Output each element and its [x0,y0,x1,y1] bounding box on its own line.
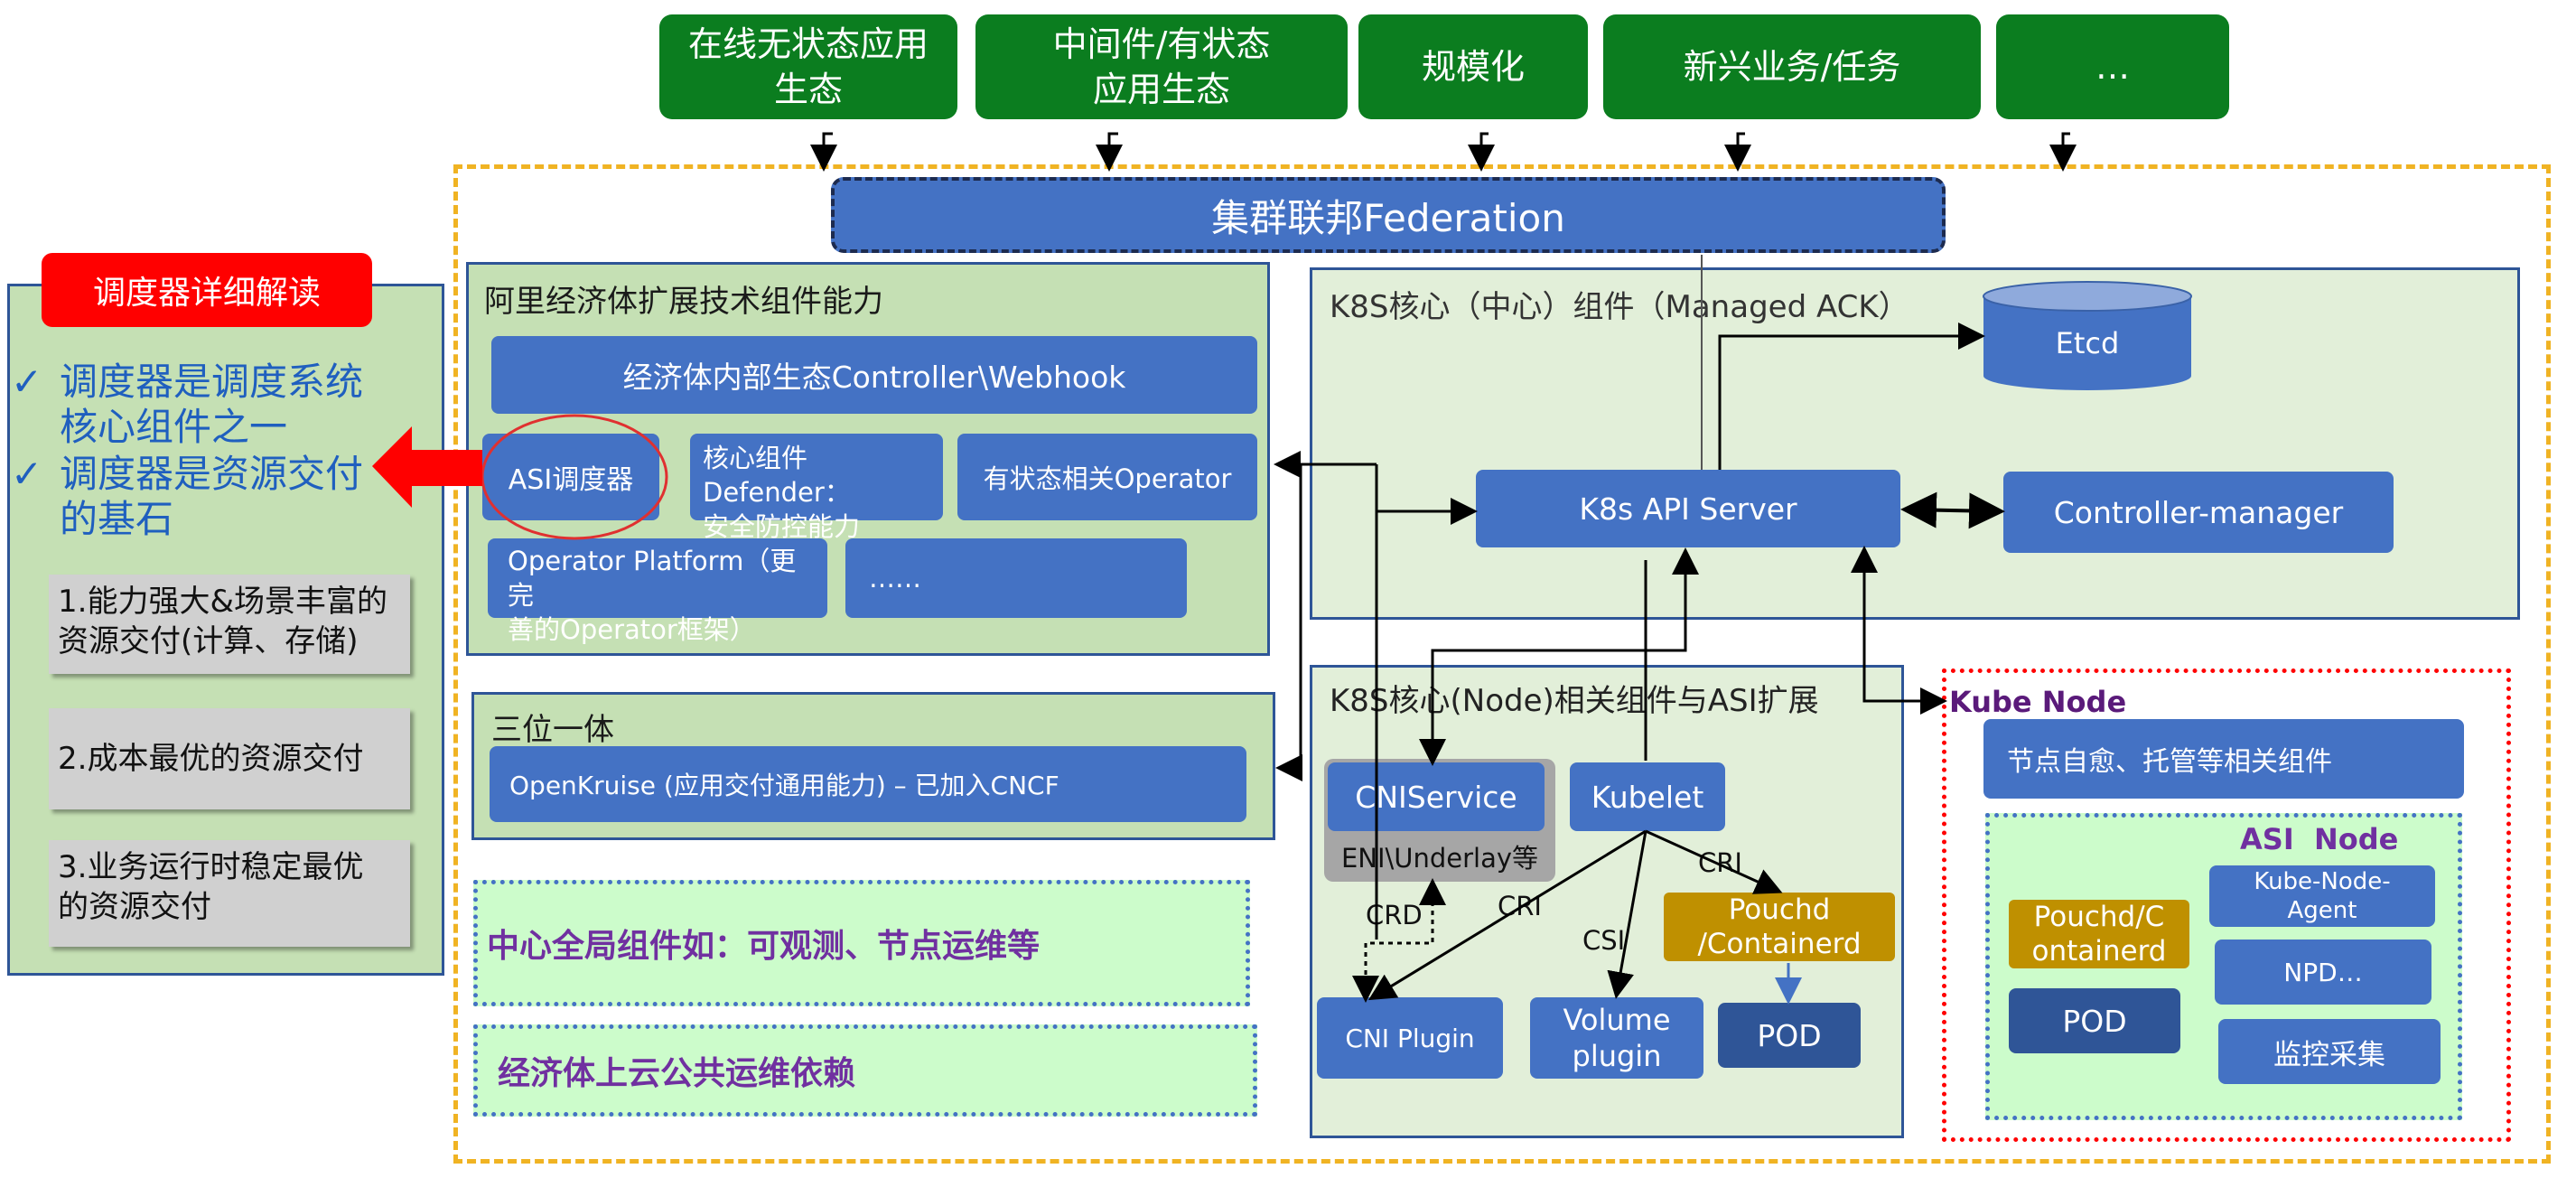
csi-label: CSI [1582,925,1626,956]
category-online-stateless: 在线无状态应用 生态 [659,14,957,119]
kube-node-panel [1942,668,2511,1142]
stateful-operator-box: 有状态相关Operator [957,434,1257,520]
cri-label-right: CRI [1698,847,1742,878]
check-mark-icon: ✓ [11,360,43,404]
operator-platform-box: Operator Platform（更完 善的Operator框架） [488,538,827,645]
defender-box: 核心组件Defender： 安全防控能力 [690,434,943,542]
asi-node-title: ASI Node [2240,822,2399,856]
category-arrows [810,132,2077,172]
cri-label-left: CRI [1498,891,1542,921]
cniservice-box: CNIService [1328,762,1545,831]
cni-plugin-box: CNI Plugin [1317,997,1503,1079]
category-more: … [1996,14,2229,119]
volume-plugin-box: Volume plugin [1530,997,1703,1079]
kube-node-agent-box: Kube-Node- Agent [2209,865,2435,927]
ecosystem-ops-dependency: 经济体上云公共运维依赖 [473,1024,1257,1117]
federation-bar: 集群联邦Federation [831,177,1946,253]
k8s-core-title: K8S核心（中心）组件（Managed ACK） [1330,289,1909,325]
pouchd-containerd-box: Pouchd /Containerd [1664,893,1895,961]
self-heal-box: 节点自愈、托管等相关组件 [1983,719,2464,799]
monitor-collect-box: 监控采集 [2218,1019,2441,1084]
more-components-box: …… [845,538,1187,618]
check-mark-icon: ✓ [11,452,43,496]
crd-label: CRD [1366,900,1423,930]
eni-underlay-label: ENI\Underlay等 [1340,843,1539,874]
scheduler-core-point: 调度器是调度系统 核心组件之一 [60,360,364,449]
category-middleware-stateful: 中间件/有状态 应用生态 [975,14,1348,119]
trinity-title: 三位一体 [491,712,614,748]
scheduler-foundation-point: 调度器是资源交付 的基石 [60,452,364,541]
pod-box: POD [1718,1003,1861,1068]
controller-webhook-box: 经济体内部生态Controller\Webhook [491,336,1257,414]
capability-item-3: 3.业务运行时稳定最优 的资源交付 [49,840,410,947]
category-emerging-business: 新兴业务/任务 [1603,14,1981,119]
ali-extension-title: 阿里经济体扩展技术组件能力 [484,284,883,320]
scheduler-detail-title: 调度器详细解读 [42,253,372,327]
etcd-cylinder [1983,281,2192,390]
controller-manager: Controller-manager [2003,472,2394,553]
k8s-api-server: K8s API Server [1476,470,1900,547]
npd-box: NPD… [2215,940,2431,1005]
openkruise-box: OpenKruise (应用交付通用能力) – 已加入CNCF [490,746,1246,822]
asi-pouchd-box: Pouchd/C ontainerd [2009,900,2189,968]
etcd-label: Etcd [2055,326,2120,360]
kubelet-box: Kubelet [1570,762,1725,831]
capability-item-1: 1.能力强大&场景丰富的 资源交付(计算、存储) [49,575,410,674]
capability-item-2: 2.成本最优的资源交付 [49,708,410,809]
asi-pod-box: POD [2009,988,2180,1053]
k8s-node-title: K8S核心(Node)相关组件与ASI扩展 [1330,683,1819,719]
asi-scheduler-box: ASI调度器 [482,434,659,520]
category-scale: 规模化 [1358,14,1588,119]
kube-node-title: Kube Node [1949,685,2127,719]
platform-frame [453,164,2551,1164]
center-global-components: 中心全局组件如：可观测、节点运维等 [473,880,1250,1006]
